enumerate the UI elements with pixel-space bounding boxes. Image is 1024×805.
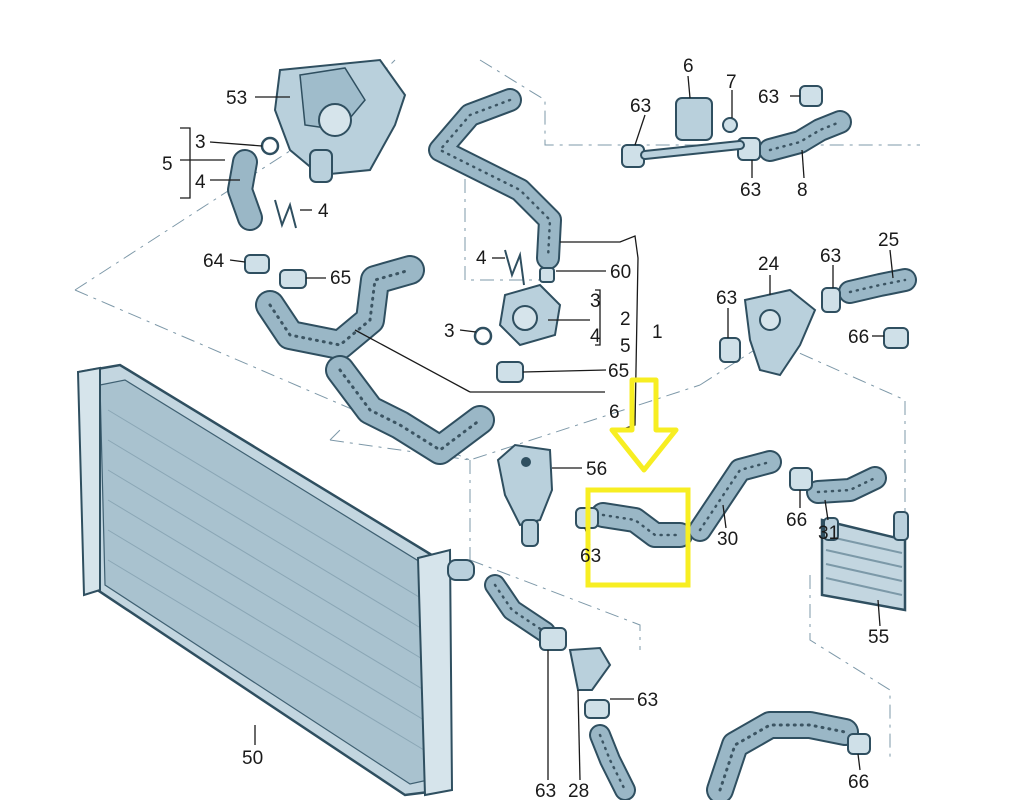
- label-31: 31: [818, 523, 839, 544]
- label-63: 63: [535, 781, 556, 800]
- assembly-boundary-lines: [74, 59, 920, 760]
- label-4: 4: [590, 326, 601, 347]
- label-63: 63: [716, 288, 737, 309]
- label-7: 7: [726, 72, 737, 93]
- label-3: 3: [590, 291, 601, 312]
- label-65: 65: [330, 268, 351, 289]
- label-63: 63: [580, 546, 601, 567]
- label-66: 66: [786, 510, 807, 531]
- label-63: 63: [637, 690, 658, 711]
- label-64: 64: [203, 251, 225, 272]
- label-8: 8: [797, 180, 808, 201]
- label-24: 24: [758, 254, 780, 275]
- thermostat-housing: [273, 58, 407, 183]
- label-53: 53: [226, 88, 247, 109]
- label-63: 63: [758, 87, 779, 108]
- label-2: 2: [620, 309, 631, 330]
- pumps-and-valves: [496, 97, 909, 691]
- label-63: 63: [630, 96, 651, 117]
- label-60: 60: [610, 262, 631, 283]
- label-50: 50: [242, 748, 263, 769]
- label-66: 66: [848, 772, 869, 793]
- label-1: 1: [652, 322, 663, 343]
- highlight-box: [585, 487, 691, 588]
- label-30: 30: [717, 529, 738, 550]
- label-6x: 6: [609, 402, 620, 423]
- label-63: 63: [740, 180, 761, 201]
- part-number-labels: 53 3 5 4 4 64 65 4 60 3 3 2 4 5 1 65 6 5…: [162, 56, 899, 802]
- label-5: 5: [620, 336, 631, 357]
- label-4: 4: [195, 172, 206, 193]
- label-5: 5: [162, 154, 173, 175]
- down-arrow-icon: [609, 377, 679, 473]
- label-56: 56: [586, 459, 607, 480]
- label-63: 63: [820, 246, 841, 267]
- label-66: 66: [848, 327, 869, 348]
- coolant-hoses: [227, 88, 917, 804]
- label-4: 4: [318, 201, 329, 222]
- label-4: 4: [476, 248, 487, 269]
- label-6: 6: [683, 56, 694, 77]
- label-3: 3: [444, 321, 455, 342]
- label-55: 55: [868, 627, 889, 648]
- label-65: 65: [608, 361, 629, 382]
- label-3: 3: [195, 132, 206, 153]
- radiator: [76, 363, 475, 797]
- label-28: 28: [568, 781, 589, 800]
- leader-lines: [209, 75, 894, 781]
- label-25: 25: [878, 230, 899, 251]
- clamps-and-fittings: [244, 85, 909, 755]
